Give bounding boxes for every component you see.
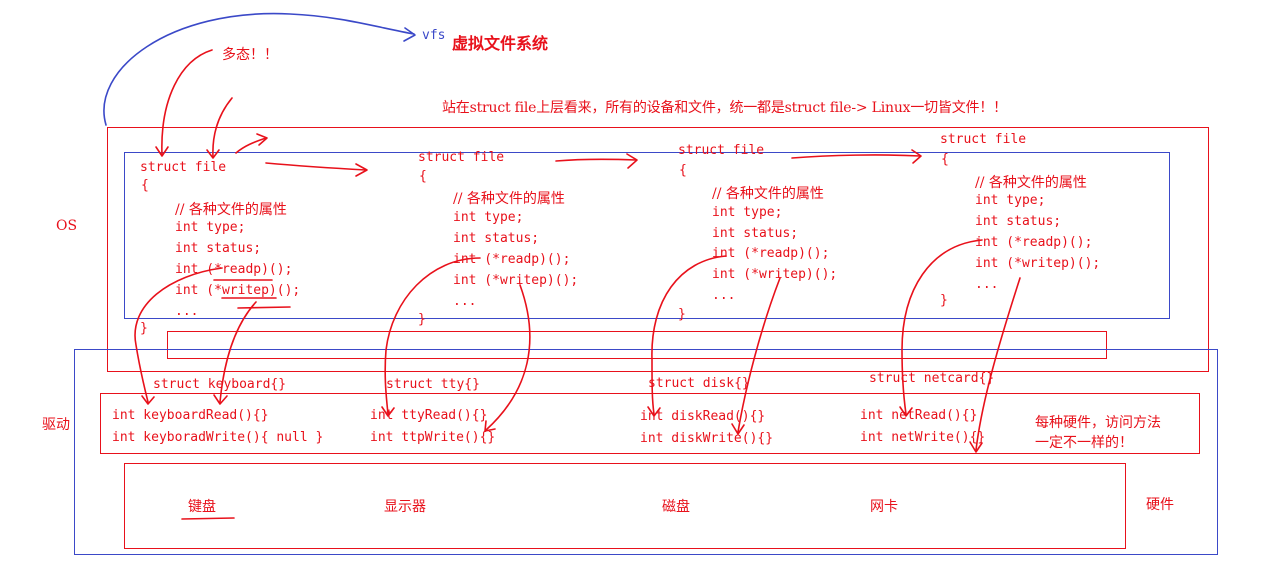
driver-read-function: int keyboardRead(){}	[112, 408, 269, 423]
struct-field: int type;	[712, 205, 783, 220]
driver-read-function: int netRead(){}	[860, 408, 978, 423]
struct-close-brace: }	[678, 307, 686, 322]
struct-comment: // 各种文件的属性	[712, 186, 824, 202]
struct-field: int (*readp)();	[175, 262, 293, 277]
driver-note-line: 每种硬件，访问方法	[1035, 415, 1161, 431]
driver-layer-box	[100, 393, 1200, 454]
struct-field: int (*writep)();	[712, 267, 838, 282]
driver-write-function: int netWrite(){}	[860, 430, 986, 445]
driver-struct-name: struct netcard{}	[869, 371, 995, 386]
vfs-label: vfs	[422, 28, 446, 43]
struct-open-brace: {	[419, 169, 427, 184]
struct-field: ...	[712, 288, 736, 303]
struct-field: int status;	[975, 214, 1062, 229]
struct-open-brace: {	[141, 178, 149, 193]
driver-read-function: int diskRead(){}	[640, 409, 766, 424]
struct-close-brace: }	[140, 321, 148, 336]
vfs-title: 虚拟文件系统	[452, 34, 549, 53]
driver-struct-name: struct disk{}	[648, 376, 750, 391]
struct-open-brace: {	[941, 152, 949, 167]
struct-field: ...	[175, 304, 199, 319]
driver-note-line: 一定不一样的！	[1035, 435, 1133, 451]
struct-field: int type;	[453, 210, 524, 225]
vfs-arrowhead	[403, 27, 416, 42]
struct-field: ...	[453, 294, 477, 309]
struct-close-brace: }	[418, 312, 426, 327]
struct-field: int status;	[712, 226, 799, 241]
driver-write-function: int keyboradWrite(){ null }	[112, 430, 324, 445]
struct-field: int status;	[453, 231, 540, 246]
struct-field: int (*writep)();	[975, 256, 1101, 271]
struct-field: int (*writep)();	[453, 273, 579, 288]
struct-file-region-box	[124, 152, 1170, 319]
hardware-netcard: 网卡	[870, 499, 898, 515]
hardware-layer-label: 硬件	[1146, 497, 1174, 513]
vfs-curved-arrow	[103, 12, 415, 126]
struct-field: ...	[975, 277, 999, 292]
struct-comment: // 各种文件的属性	[175, 202, 287, 218]
struct-file-title: struct file	[940, 132, 1027, 147]
struct-field: int (*readp)();	[712, 246, 830, 261]
hardware-keyboard: 键盘	[188, 499, 216, 515]
struct-field: int (*readp)();	[453, 252, 571, 267]
struct-field: int (*readp)();	[975, 235, 1093, 250]
struct-comment: // 各种文件的属性	[453, 191, 565, 207]
hardware-layer-box	[124, 463, 1126, 549]
struct-field: int status;	[175, 241, 262, 256]
driver-read-function: int ttyRead(){}	[370, 408, 488, 423]
hardware-display: 显示器	[384, 499, 426, 515]
driver-write-function: int ttpWrite(){}	[370, 430, 496, 445]
struct-field: int type;	[975, 193, 1046, 208]
driver-hardware-region-box	[74, 349, 1218, 555]
struct-file-title: struct file	[418, 150, 505, 165]
driver-struct-name: struct tty{}	[386, 377, 480, 392]
struct-comment: // 各种文件的属性	[975, 175, 1087, 191]
driver-layer-label: 驱动	[42, 417, 70, 433]
struct-field: int (*writep)();	[175, 283, 301, 298]
struct-file-title: struct file	[678, 143, 765, 158]
struct-field: int type;	[175, 220, 246, 235]
driver-struct-name: struct keyboard{}	[153, 377, 287, 392]
driver-write-function: int diskWrite(){}	[640, 431, 774, 446]
struct-open-brace: {	[679, 163, 687, 178]
hardware-disk: 磁盘	[662, 499, 690, 515]
polymorphism-note: 多态！！	[222, 47, 278, 63]
header-note: 站在struct file上层看来，所有的设备和文件，统一都是struct fi…	[442, 100, 1007, 116]
struct-file-title: struct file	[140, 160, 227, 175]
os-layer-label: OS	[56, 218, 78, 234]
struct-close-brace: }	[940, 293, 948, 308]
